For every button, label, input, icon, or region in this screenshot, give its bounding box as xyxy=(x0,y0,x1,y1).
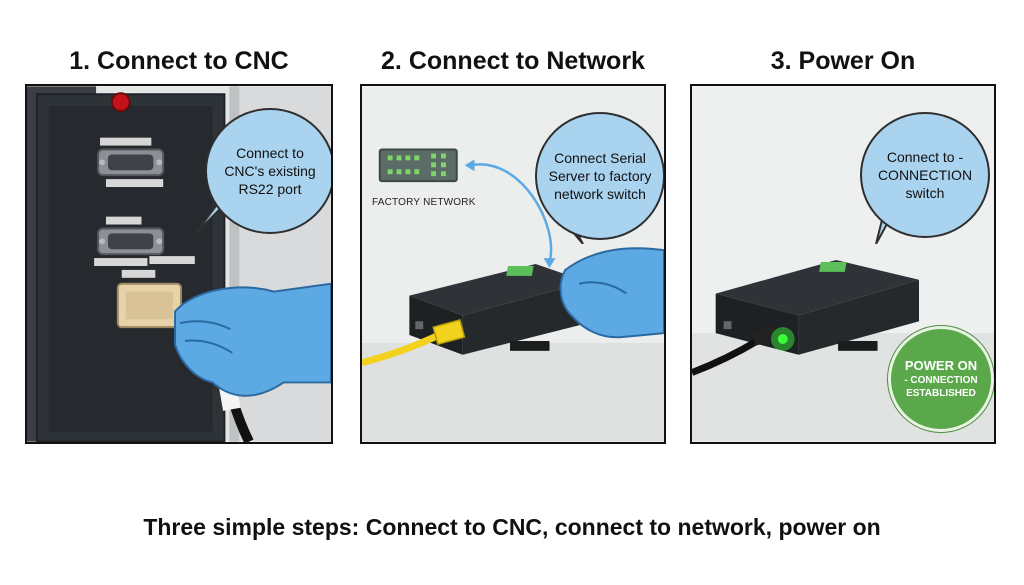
steps-caption: Three simple steps: Connect to CNC, conn… xyxy=(143,514,881,540)
step-3-panel: Connect to - CONNECTION switch POWER ON … xyxy=(690,84,996,444)
step-1-bubble-text: Connect to CNC's existing RS22 port xyxy=(224,145,316,197)
gloved-hand xyxy=(559,247,664,339)
step-1-speech-bubble: Connect to CNC's existing RS22 port xyxy=(205,108,331,234)
db-port-1 xyxy=(97,137,165,188)
emergency-button xyxy=(110,92,131,112)
step-2-title: 2. Connect to Network xyxy=(381,47,645,75)
network-switch-icon xyxy=(378,148,458,183)
power-on-status-badge: POWER ON - CONNECTION ESTABLISHED xyxy=(888,326,994,432)
step-3-title: 3. Power On xyxy=(770,47,916,75)
step-3-speech-bubble: Connect to - CONNECTION switch xyxy=(860,112,990,238)
step-1-panel: Connect to CNC's existing RS22 port xyxy=(25,84,333,444)
connection-arrow xyxy=(470,163,553,263)
status-sub-text: - CONNECTION ESTABLISHED xyxy=(904,375,978,399)
status-main-text: POWER ON xyxy=(904,358,978,373)
step-1-title: 1. Connect to CNC xyxy=(69,47,289,75)
step-2-bubble-text: Connect Serial Server to factory network… xyxy=(548,150,652,202)
power-cable xyxy=(692,338,759,376)
step-3-bubble-text: Connect to - CONNECTION switch xyxy=(877,149,973,201)
step-2-panel: FACTORY NETWORK Connect Serial Server to… xyxy=(360,84,666,444)
gloved-hand xyxy=(174,282,331,397)
db-port-2 xyxy=(94,216,195,266)
ethernet-cable xyxy=(362,331,441,367)
step-2-speech-bubble: Connect Serial Server to factory network… xyxy=(535,112,664,240)
factory-network-label: FACTORY NETWORK xyxy=(372,197,476,208)
